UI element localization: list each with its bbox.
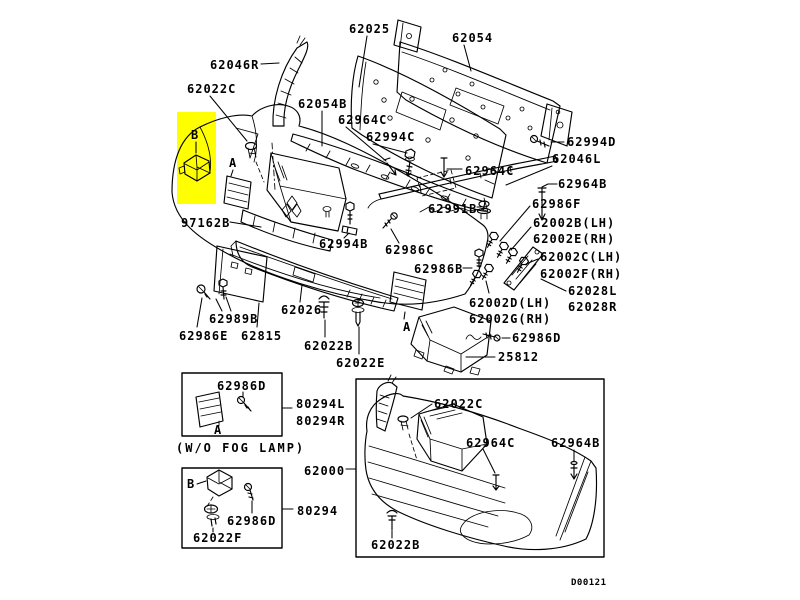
clip-62022B-mid xyxy=(318,295,330,319)
inset1-caption: (W/O FOG LAMP) xyxy=(176,441,305,455)
callout-62964B-upper: 62964B xyxy=(558,177,607,191)
part-62026-lower-beam xyxy=(230,240,399,312)
callout-62022C-top: 62022C xyxy=(187,82,236,96)
callout-62002D-LH: 62002D(LH) xyxy=(469,296,551,310)
screw-62986D-duct xyxy=(465,332,501,342)
callout-80294: 80294 xyxy=(297,504,338,518)
callout-62000: 62000 xyxy=(304,464,345,478)
callout-62026: 62026 xyxy=(281,303,322,317)
callout-62986D-duct: 62986D xyxy=(512,331,561,345)
screw-62986E xyxy=(196,284,211,300)
callout-62028L: 62028L xyxy=(568,284,617,298)
part-center-duct-box xyxy=(416,403,488,472)
callout-62986F: 62986F xyxy=(532,197,581,211)
callout-62002F-RH: 62002F(RH) xyxy=(540,267,622,281)
part-fog-bezel-right xyxy=(389,271,427,311)
part-62054-reinforcement-beam xyxy=(393,19,573,164)
callout-62022B-box: 62022B xyxy=(371,538,420,552)
screw-62986D-inset1 xyxy=(236,395,252,412)
stud-62964B-box xyxy=(570,460,578,480)
callout-62002G-RH: 62002G(RH) xyxy=(469,312,551,326)
callout-62986C: 62986C xyxy=(385,243,434,257)
stud-62964C-left xyxy=(383,157,397,176)
part-bumper-fascia-main xyxy=(171,104,489,305)
screw-62994D xyxy=(529,134,550,148)
callout-25812: 25812 xyxy=(498,350,539,364)
part-62815-license-bracket xyxy=(213,245,268,303)
callout-97162B: 97162B xyxy=(181,216,230,230)
callout-62022C-box: 62022C xyxy=(434,397,483,411)
callout-62964C-mid: 62964C xyxy=(465,164,514,178)
clip-62022F xyxy=(203,504,220,527)
inset-fog-bracket xyxy=(181,467,283,549)
callout-62022F: 62022F xyxy=(193,531,242,545)
callout-62054B: 62054B xyxy=(298,97,347,111)
callout-62054: 62054 xyxy=(452,31,493,45)
callout-62022B-mid: 62022B xyxy=(304,339,353,353)
bolt-62994B xyxy=(341,201,358,236)
bolt-icons-cluster xyxy=(469,231,530,286)
mitsubishi-logo-icon xyxy=(281,195,302,218)
callout-62964B-box: 62964B xyxy=(551,436,600,450)
callout-62022E: 62022E xyxy=(336,356,385,370)
part-fog-bezel-left xyxy=(223,175,252,210)
stud-62964C-mid xyxy=(440,157,448,178)
part-B-bracket-highlighted xyxy=(178,154,211,182)
marker-B-inset2: B xyxy=(187,477,195,491)
callout-62964C-top: 62964C xyxy=(338,113,387,127)
marker-A-fog: A xyxy=(403,320,411,334)
marker-A-inset1: A xyxy=(214,423,222,437)
callout-62994C: 62994C xyxy=(366,130,415,144)
callout-80294R: 80294R xyxy=(296,414,345,428)
callout-62994D: 62994D xyxy=(567,135,616,149)
callout-62986B: 62986B xyxy=(414,262,463,276)
callout-80294L: 80294L xyxy=(296,397,345,411)
callout-62002B-LH: 62002B(LH) xyxy=(533,216,615,230)
clip-62022B-box xyxy=(386,509,398,531)
part-62046L-side-bracket xyxy=(367,155,558,209)
callout-62046R: 62046R xyxy=(210,58,259,72)
callout-62986D-inset2: 62986D xyxy=(227,514,276,528)
part-62054B-upper-strip xyxy=(290,133,486,212)
screw-62986C xyxy=(382,212,398,229)
clip-62022C-box xyxy=(397,415,409,431)
callout-62002C-LH: 62002C(LH) xyxy=(540,250,622,264)
clip-62991B xyxy=(476,200,492,220)
callout-62989B: 62989B xyxy=(209,312,258,326)
callout-62964C-box: 62964C xyxy=(466,436,515,450)
callout-62994B: 62994B xyxy=(319,237,368,251)
part-62046R-side-bracket xyxy=(272,35,309,127)
clip-62022C-main xyxy=(244,141,265,183)
callout-62028R: 62028R xyxy=(568,300,617,314)
part-bumper-fascia-box xyxy=(364,393,598,551)
screw-62986D-inset2 xyxy=(243,482,254,501)
marker-A-main: A xyxy=(229,156,237,170)
callout-62986E: 62986E xyxy=(179,329,228,343)
drawing-code: D00121 xyxy=(571,578,607,588)
bolt-62989B xyxy=(218,278,228,300)
bolt-62986B xyxy=(474,248,484,268)
marker-B-main: B xyxy=(191,128,199,142)
part-97162B-lower-shield xyxy=(240,209,333,252)
inset-62000-bumper-view xyxy=(355,374,605,558)
leader-lines xyxy=(195,35,575,539)
part-corner-strip xyxy=(375,374,398,432)
callout-62991B: 62991B xyxy=(428,202,477,216)
callout-62815: 62815 xyxy=(241,329,282,343)
callout-62046L: 62046L xyxy=(552,152,601,166)
bolt-62994C xyxy=(404,148,416,177)
stud-62964B-upper xyxy=(537,187,547,221)
stud-62964C-box xyxy=(492,474,500,491)
part-25812-air-duct xyxy=(410,306,492,376)
callout-62025: 62025 xyxy=(349,22,390,36)
inset-wo-fog-lamp xyxy=(181,372,283,437)
part-center-duct-main xyxy=(266,152,347,232)
clip-62022E-mid xyxy=(351,298,365,327)
callout-62986D-inset1: 62986D xyxy=(217,379,266,393)
callout-labels: 62025 62054 62046R 62022C 62054B 62964C … xyxy=(176,22,622,588)
dashed-locator-outline xyxy=(416,169,457,197)
callout-62002E-RH: 62002E(RH) xyxy=(533,232,615,246)
